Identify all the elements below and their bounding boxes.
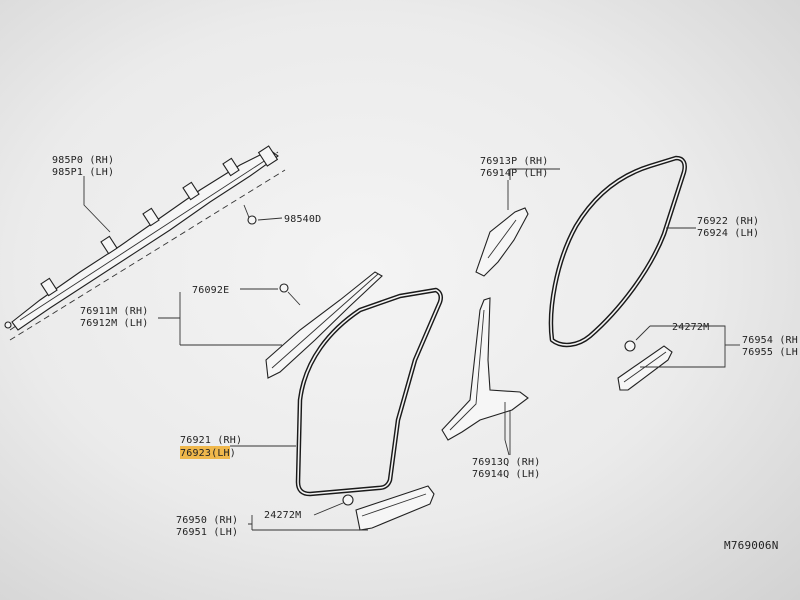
label-76914p: 76914P (LH)	[480, 168, 548, 179]
label-985p0: 985P0 (RH)	[52, 155, 114, 166]
label-76913p: 76913P (RH)	[480, 156, 548, 167]
label-76921: 76921 (RH)	[180, 435, 242, 446]
label-985p1: 985P1 (LH)	[52, 167, 114, 178]
leader-lines	[83, 168, 740, 531]
label-76913q: 76913Q (RH)	[472, 457, 540, 468]
label-76922: 76922 (RH)	[697, 216, 759, 227]
label-98540d: 98540D	[284, 214, 321, 225]
label-24272m-front: 24272M	[264, 510, 301, 521]
diagram-id-label: M769006N	[724, 539, 779, 552]
label-76951: 76951 (LH)	[176, 527, 238, 538]
bolt-part	[243, 204, 283, 225]
label-76911m: 76911M (RH)	[80, 306, 148, 317]
label-76924: 76924 (LH)	[697, 228, 759, 239]
label-76912m: 76912M (LH)	[80, 318, 148, 329]
label-76092e: 76092E	[192, 285, 229, 296]
rear-weatherstrip-part	[548, 155, 687, 348]
label-76950: 76950 (RH)	[176, 515, 238, 526]
label-24272m-rear: 24272M	[672, 322, 709, 333]
label-76914q: 76914Q (LH)	[472, 469, 540, 480]
front-pillar-garnish-part	[240, 271, 383, 379]
label-76923: 76923(LH)	[180, 448, 236, 459]
label-76955: 76955 (LH	[742, 347, 798, 358]
highlight-mark	[180, 446, 230, 459]
center-pillar-lower-part	[441, 297, 529, 456]
front-weatherstrip-part	[295, 287, 444, 497]
label-76954: 76954 (RH	[742, 335, 798, 346]
curtain-airbag-part	[4, 145, 286, 341]
rear-kicking-plate-part	[617, 325, 673, 391]
part-labels: 985P0 (RH) 985P1 (LH) 98540D 76092E 7691…	[52, 155, 798, 552]
center-pillar-upper-part	[475, 180, 529, 277]
